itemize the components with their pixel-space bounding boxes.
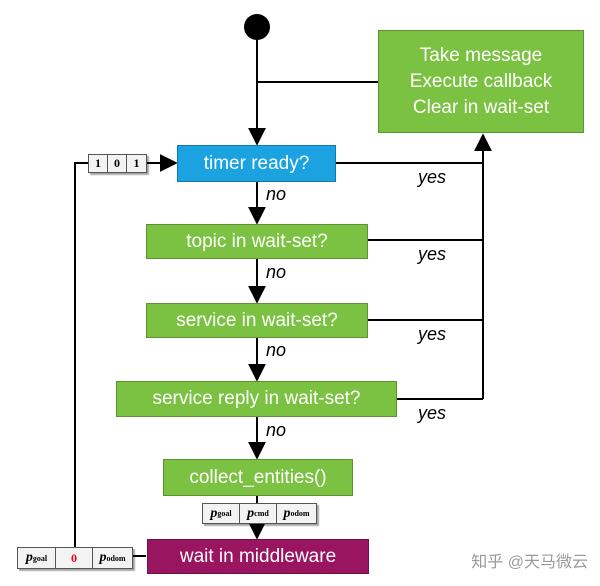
- collect-entities-label: collect_entities(): [189, 466, 327, 488]
- cell-symbol: p: [210, 505, 218, 521]
- cell-symbol: p: [99, 550, 107, 565]
- timer-register-cell: 1: [133, 156, 140, 170]
- wait-middleware-box: wait in middleware: [147, 539, 369, 574]
- service-box: service in wait-set?: [146, 303, 368, 338]
- timer-ready-label: timer ready?: [203, 152, 310, 174]
- timer-ready-box: timer ready?: [177, 145, 336, 182]
- yes-label-topic: yes: [418, 244, 447, 264]
- no-label-reply: no: [266, 420, 287, 440]
- timer-register-cell: 1: [89, 155, 108, 172]
- wait-middleware-label: wait in middleware: [179, 545, 337, 567]
- watermark: 知乎 @天马微云: [471, 554, 588, 571]
- loop-back-line: [74, 154, 178, 557]
- service-label: service in wait-set?: [176, 309, 338, 331]
- cell-symbol: p: [283, 505, 291, 521]
- action-line-1: Take message: [419, 44, 543, 66]
- cell-subscript: odom: [290, 509, 310, 518]
- start-node: [244, 14, 270, 40]
- timer-register: 1 0 1: [88, 154, 147, 173]
- yes-label-reply: yes: [418, 403, 447, 423]
- yes-label-service: yes: [418, 324, 447, 344]
- timer-register-cell: 0: [108, 155, 127, 172]
- service-reply-box: service reply in wait-set?: [116, 381, 397, 417]
- topic-box: topic in wait-set?: [146, 224, 368, 259]
- action-line-3: Clear in wait-set: [412, 96, 550, 118]
- no-label-timer: no: [266, 184, 287, 204]
- wait-register-cell-zero: 0: [56, 548, 93, 568]
- no-label-topic: no: [266, 262, 287, 282]
- collect-entities-box: collect_entities(): [163, 459, 353, 496]
- cell-symbol: p: [25, 550, 33, 565]
- action-box: Take message Execute callback Clear in w…: [378, 30, 584, 133]
- action-line-2: Execute callback: [409, 70, 553, 92]
- cell-subscript: odom: [106, 553, 126, 563]
- no-label-service: no: [266, 340, 287, 360]
- cell-symbol: p: [247, 505, 255, 521]
- topic-label: topic in wait-set?: [186, 230, 328, 252]
- service-reply-label: service reply in wait-set?: [152, 388, 361, 409]
- cell-subscript: goal: [32, 553, 48, 563]
- cell-subscript: cmd: [254, 509, 269, 518]
- cell-subscript: goal: [217, 509, 232, 518]
- yes-label-timer: yes: [418, 167, 447, 187]
